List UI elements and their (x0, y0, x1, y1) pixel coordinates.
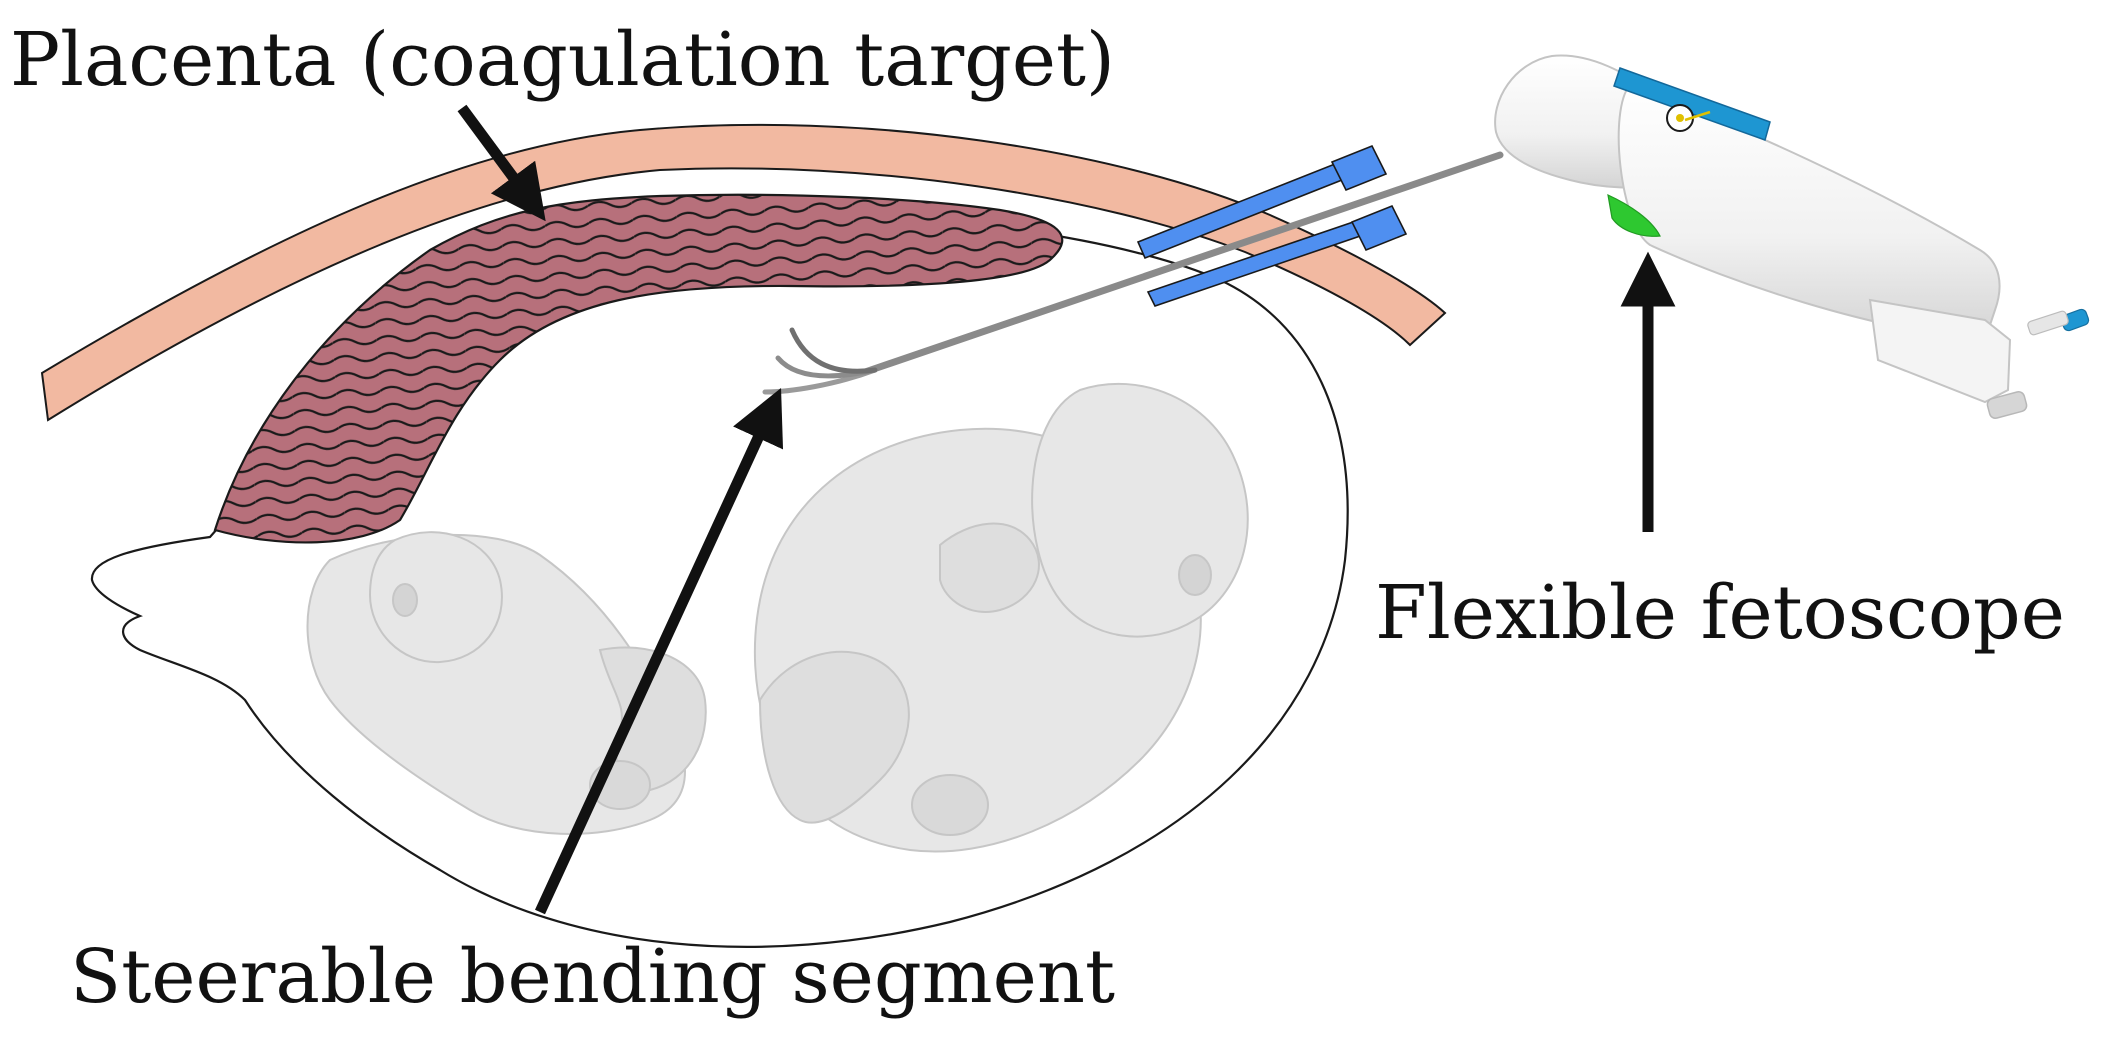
fetoscope-shaft (861, 151, 1504, 376)
trocar (1136, 144, 1408, 307)
fetoscope-handle-tail (1868, 298, 2012, 404)
fetoscope-connector-stem (2027, 310, 2069, 336)
fetus-right-arm (939, 522, 1040, 613)
fetoscope-button (1607, 193, 1661, 237)
fetoscope-handle (1494, 54, 2090, 419)
steering-lever-pin (1676, 114, 1684, 122)
steering-lever (1613, 67, 1771, 141)
fetus-left (306, 531, 707, 835)
fetus-right-ear (1178, 554, 1212, 596)
arrow-bending-segment (535, 388, 784, 915)
placenta-texture (215, 194, 1063, 543)
label-fetoscope: Flexible fetoscope (1375, 570, 2065, 656)
trocar-lower-cap (1350, 204, 1408, 252)
fetus-right (753, 382, 1249, 853)
fetus-left-leg (598, 646, 707, 792)
label-bending-segment: Steerable bending segment (70, 934, 1115, 1020)
fetus-left-head (368, 531, 503, 664)
arrow-placenta (457, 104, 546, 222)
trocar-upper-cap (1330, 144, 1388, 192)
fetus-right-leg (758, 650, 910, 824)
fetus-right-knee (911, 774, 989, 836)
fetus-left-ear (392, 583, 418, 617)
bending-segment-up (789, 327, 878, 374)
fetoscope-connector (1986, 391, 2028, 419)
uterine-wall (40, 123, 1447, 422)
label-placenta: Placenta (coagulation target) (10, 17, 1115, 103)
steering-lever-wire (1684, 110, 1711, 122)
